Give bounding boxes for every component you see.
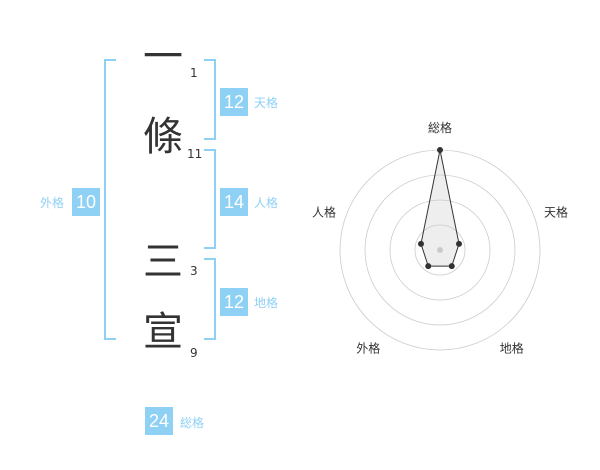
soukaku-badge: 24 <box>145 407 173 435</box>
chikaku-badge: 12 <box>220 288 248 316</box>
radar-point-3 <box>425 263 432 270</box>
tenkaku-bracket <box>204 59 216 140</box>
tenkaku-badge: 12 <box>220 88 248 116</box>
chikaku-bracket <box>204 258 216 340</box>
radar-ring-2 <box>389 199 491 301</box>
radar-center <box>437 247 443 253</box>
radar-ring-3 <box>364 174 516 326</box>
radar-point-2 <box>448 263 455 270</box>
stroke-count-2: 11 <box>187 147 203 161</box>
radar-point-4 <box>417 240 424 247</box>
chikaku-label: 地格 <box>254 296 279 310</box>
soukaku-label: 総格 <box>180 416 205 430</box>
radar-axis-label-3: 外格 <box>356 341 380 356</box>
name-char-4: 宣 <box>143 309 183 355</box>
gaikaku-bracket <box>104 59 116 340</box>
radar-axis-label-2: 地格 <box>500 341 524 356</box>
name-char-1: 一 <box>143 34 183 80</box>
stroke-count-4: 9 <box>190 346 198 360</box>
tenkaku-label: 天格 <box>254 96 279 110</box>
radar-axis-label-4: 人格 <box>312 204 336 219</box>
jinkaku-bracket <box>204 149 216 249</box>
stroke-count-3: 3 <box>190 264 198 278</box>
gaikaku-label: 外格 <box>40 196 65 210</box>
name-char-3: 三 <box>143 239 183 285</box>
stroke-count-1: 1 <box>190 66 198 80</box>
jinkaku-label: 人格 <box>254 196 279 210</box>
radar-polygon <box>420 149 460 267</box>
gaikaku-badge: 10 <box>72 188 100 216</box>
name-char-2: 條 <box>143 114 183 160</box>
radar-point-1 <box>456 240 463 247</box>
jinkaku-badge: 14 <box>220 188 248 216</box>
radar-ring-1 <box>414 224 466 276</box>
radar-point-0 <box>437 147 443 153</box>
radar-axis-label-0: 総格 <box>428 120 452 135</box>
radar-axis-label-1: 天格 <box>544 204 568 219</box>
